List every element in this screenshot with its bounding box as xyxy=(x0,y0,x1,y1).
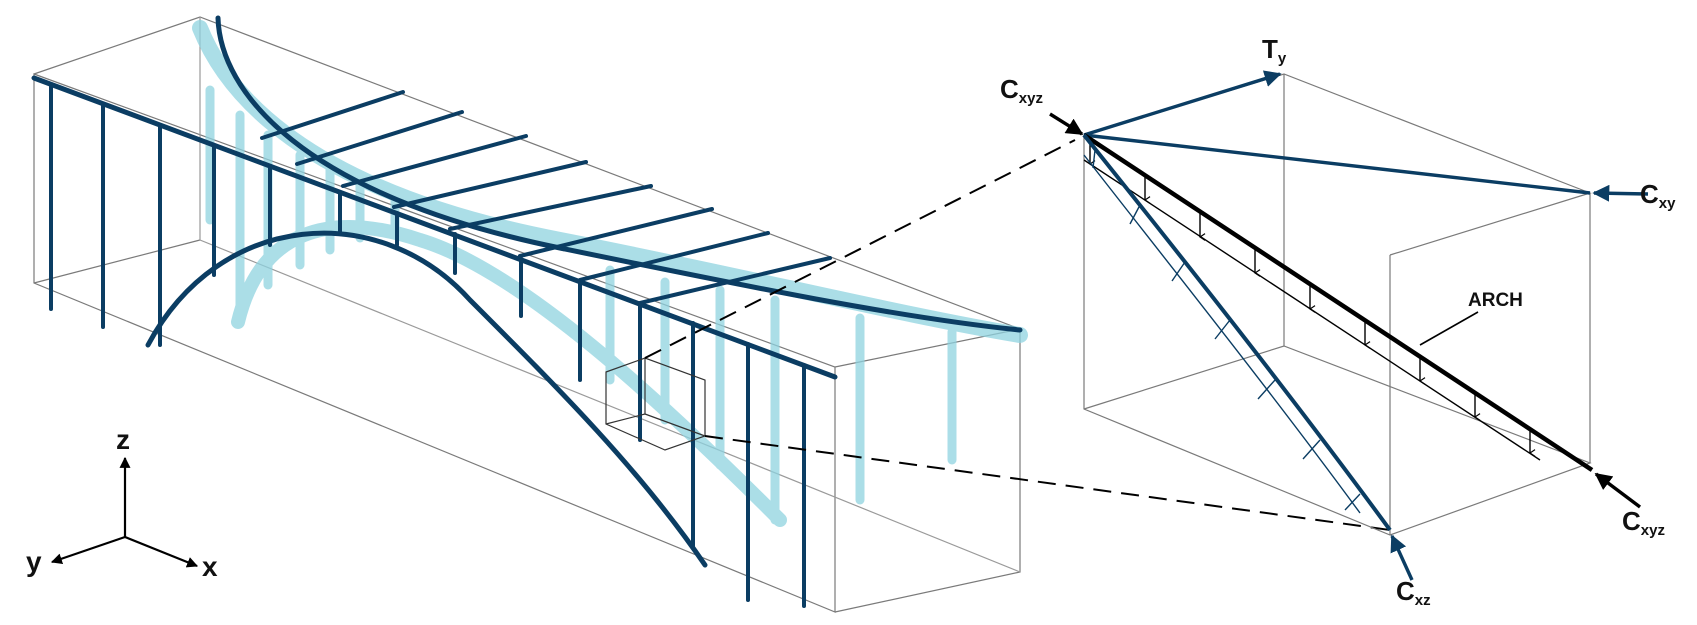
y-axis-label: y xyxy=(26,546,42,577)
bridge-structure xyxy=(31,15,1023,608)
cxz-label: Cxz xyxy=(1396,576,1431,609)
cxyz-bottom-label: Cxyz xyxy=(1622,506,1665,539)
arch-label: ARCH xyxy=(1468,290,1523,311)
cxyz-arrows xyxy=(1049,112,1642,509)
leader-lines xyxy=(644,139,1391,531)
z-axis-label: z xyxy=(116,424,130,455)
tie-members xyxy=(1083,70,1649,202)
arch-member xyxy=(1082,133,1594,472)
deck-front-edge xyxy=(31,75,838,380)
x-axis-label: x xyxy=(202,551,218,582)
bounding-box xyxy=(33,16,1021,613)
cxy-label: Cxy xyxy=(1640,179,1676,212)
ty-label: Ty xyxy=(1262,34,1287,67)
force-diagram xyxy=(1049,70,1649,581)
bridge-model xyxy=(31,15,1391,613)
arch-rib xyxy=(145,230,708,568)
cxz-member xyxy=(1082,133,1414,581)
cxyz-top-label: Cxyz xyxy=(1000,74,1043,107)
arch-leader-line xyxy=(1419,311,1479,346)
axis-triad xyxy=(50,456,199,568)
